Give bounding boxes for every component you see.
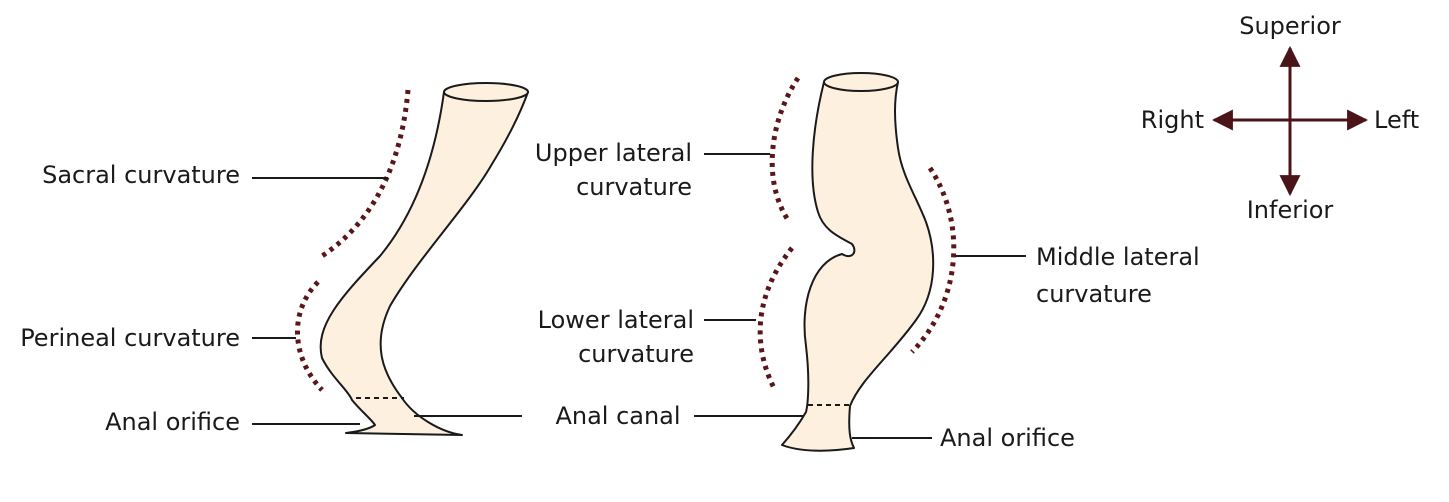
lower-lateral-curvature-marker [757,246,794,390]
compass-left-label: Left [1374,106,1419,134]
sacral-curvature-label: Sacral curvature [42,161,240,189]
left-rectum-view: Sacral curvature Perineal curvature Anal… [20,82,529,436]
right-anal-orifice-label: Anal orifice [940,424,1075,452]
lower-lateral-curvature-label-line2: curvature [578,340,694,368]
compass-inferior-label: Inferior [1247,196,1334,224]
middle-lateral-curvature-label-line2: curvature [1036,280,1152,308]
right-rectum-top-opening [823,72,899,92]
compass-superior-label: Superior [1239,12,1341,40]
anal-canal-label: Anal canal [555,402,680,430]
right-rectum-view: Upper lateral curvature Lower lateral cu… [535,72,1200,452]
perineal-curvature-marker [295,280,324,392]
compass-right-label: Right [1141,106,1204,134]
upper-lateral-curvature-label-line1: Upper lateral [535,139,692,167]
anal-canal-callout: Anal canal [414,402,806,430]
left-anal-orifice-label: Anal orifice [105,408,240,436]
middle-lateral-curvature-label-line1: Middle lateral [1036,243,1200,271]
left-rectum-body [319,91,529,436]
middle-lateral-curvature-marker [910,166,957,354]
sacral-curvature-marker [320,89,411,259]
upper-lateral-curvature-marker [769,76,801,222]
orientation-compass: Superior Inferior Right Left [1141,12,1419,224]
right-rectum-body [781,73,935,452]
upper-lateral-curvature-label-line2: curvature [576,173,692,201]
lower-lateral-curvature-label-line1: Lower lateral [538,306,694,334]
left-rectum-top-opening [443,82,529,102]
perineal-curvature-label: Perineal curvature [20,324,240,352]
